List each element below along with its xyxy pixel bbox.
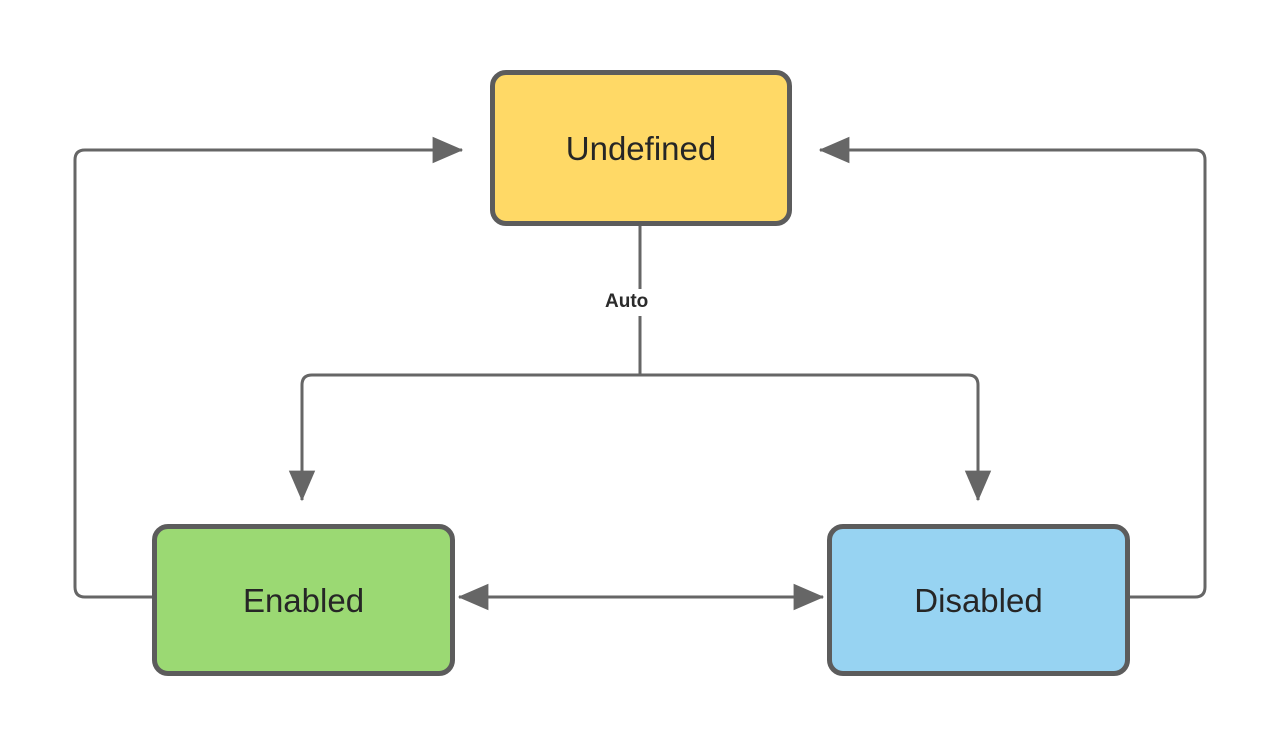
state-node-undefined[interactable]: Undefined (490, 70, 792, 226)
edge-disabled-to-undefined (818, 136, 1207, 599)
state-node-disabled[interactable]: Disabled (827, 524, 1130, 676)
state-node-enabled[interactable]: Enabled (152, 524, 455, 676)
state-node-enabled-label: Enabled (242, 581, 365, 619)
edge-label-auto: Auto (598, 289, 656, 315)
edge-undefined-to-enabled (288, 373, 640, 502)
edge-undefined-to-disabled (640, 373, 992, 502)
state-node-disabled-label: Disabled (914, 581, 1043, 619)
edge-enabled-to-undefined (73, 136, 464, 599)
state-node-undefined-label: Undefined (565, 129, 717, 167)
